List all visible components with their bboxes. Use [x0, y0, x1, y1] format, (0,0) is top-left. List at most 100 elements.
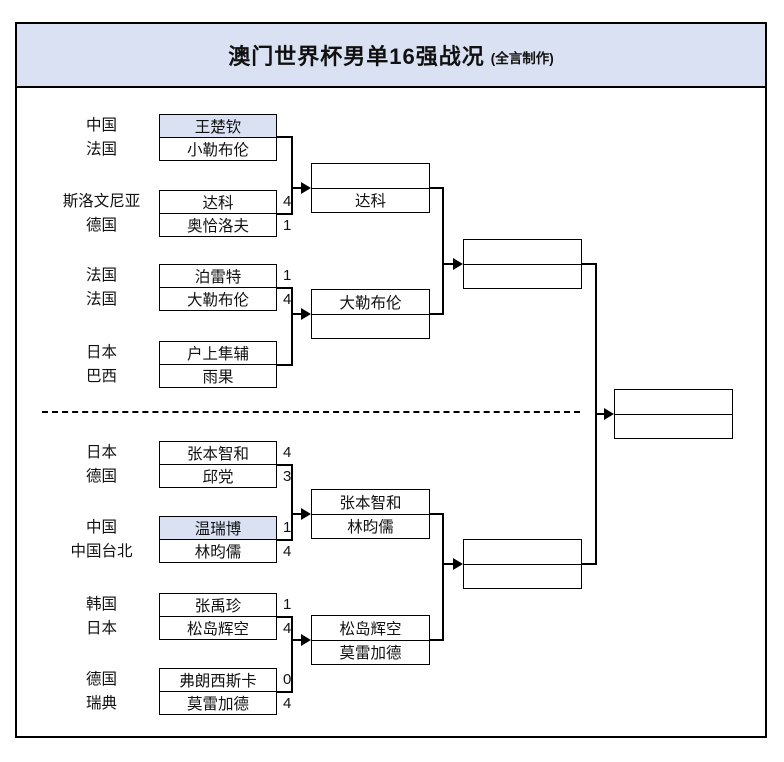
bracket-line [442, 563, 454, 565]
r16-match-3: 泊雷特 大勒布伦 [159, 264, 277, 311]
qf-box-1: 达科 [311, 163, 430, 213]
bracket-line [429, 513, 443, 515]
bracket-line [442, 187, 444, 315]
country-label: 日本 [85, 444, 117, 461]
arrow-right-icon [301, 634, 311, 646]
r16-match-7: 张禹珍 松岛辉空 [159, 593, 277, 640]
sf-slot [464, 540, 581, 565]
arrow-right-icon [453, 558, 463, 570]
sf-slot [464, 565, 581, 589]
score-label: 4 [283, 695, 292, 712]
country-label: 德国 [85, 468, 117, 485]
score-label [283, 341, 309, 364]
score-label: 4 [283, 444, 292, 461]
page-title: 澳门世界杯男单16强战况 [228, 44, 485, 69]
bracket-line [291, 616, 293, 693]
country-label: 法国 [85, 267, 117, 284]
qf-slot: 松岛辉空 [312, 616, 429, 641]
player-cell: 户上隼辅 [160, 342, 276, 365]
score-label: 1 [283, 217, 292, 234]
player-cell: 雨果 [202, 369, 234, 386]
bracket-line [291, 464, 293, 541]
qf-slot: 莫雷加德 [339, 645, 402, 663]
bracket-line [291, 287, 293, 366]
player-cell: 张禹珍 [160, 594, 276, 617]
bracket-line [277, 539, 292, 541]
player-cell: 邱党 [202, 469, 234, 486]
bracket-line [277, 464, 292, 466]
bracket-line [442, 513, 444, 641]
country-label: 法国 [85, 141, 117, 158]
qf-slot: 达科 [354, 193, 386, 211]
player-cell: 张本智和 [160, 442, 276, 465]
qf-slot: 林昀儒 [347, 519, 394, 537]
bracket-line [277, 616, 292, 618]
qf-slot: 大勒布伦 [312, 290, 429, 315]
player-cell: 大勒布伦 [186, 292, 249, 309]
title-credit: (全言制作) [490, 51, 554, 66]
bracket-line [291, 313, 302, 315]
r16-match-2: 达科 奥恰洛夫 [159, 190, 277, 237]
score-label [283, 138, 309, 161]
score-label: 0 [283, 671, 292, 688]
qf-slot [312, 164, 429, 189]
final-box [614, 389, 733, 439]
bracket-line [429, 187, 443, 189]
bracket-line [581, 263, 596, 265]
player-cell: 松岛辉空 [186, 621, 249, 638]
player-cell: 达科 [160, 191, 276, 214]
country-label: 中国 [85, 117, 117, 134]
bracket-line [277, 364, 292, 366]
bracket-line [277, 213, 292, 215]
country-label: 韩国 [85, 596, 117, 613]
country-label: 中国 [85, 519, 117, 536]
qf-box-3: 张本智和 林昀儒 [311, 489, 430, 539]
sf-box-1 [463, 239, 582, 289]
bracket-line [442, 263, 454, 265]
score-label: 1 [283, 267, 292, 284]
sf-slot [464, 265, 581, 289]
bracket-line [429, 313, 443, 315]
country-label: 瑞典 [85, 695, 117, 712]
score-label: 4 [283, 620, 292, 637]
bracket-line [291, 513, 302, 515]
score-label: 1 [283, 519, 292, 536]
player-cell: 泊雷特 [160, 265, 276, 288]
bracket-line [291, 639, 302, 641]
half-divider-dashed-line [42, 411, 580, 413]
country-label: 日本 [85, 344, 117, 361]
score-label: 4 [283, 291, 292, 308]
r16-match-5: 张本智和 邱党 [159, 441, 277, 488]
score-label: 3 [283, 468, 292, 485]
r16-match-1: 王楚钦 小勒布伦 [159, 114, 277, 161]
arrow-right-icon [301, 308, 311, 320]
sf-box-2 [463, 539, 582, 589]
bracket-line [429, 639, 443, 641]
country-label: 中国台北 [70, 543, 133, 560]
arrow-right-icon [453, 258, 463, 270]
country-label: 斯洛文尼亚 [62, 193, 141, 210]
player-cell: 小勒布伦 [186, 142, 249, 159]
arrow-right-icon [604, 408, 614, 420]
final-slot [615, 390, 732, 415]
player-cell: 弗朗西斯卡 [160, 669, 276, 692]
country-label: 德国 [85, 217, 117, 234]
player-cell-highlighted: 温瑞博 [160, 517, 276, 540]
final-slot [615, 415, 732, 439]
player-cell: 林昀儒 [194, 544, 242, 561]
qf-box-2: 大勒布伦 [311, 289, 430, 339]
bracket-line [581, 563, 596, 565]
score-label [283, 114, 309, 137]
country-label: 法国 [85, 291, 117, 308]
score-label [283, 365, 309, 388]
player-cell: 莫雷加德 [186, 696, 249, 713]
score-label: 4 [283, 193, 292, 210]
arrow-right-icon [301, 508, 311, 520]
qf-slot [312, 315, 429, 339]
title-bar: 澳门世界杯男单16强战况 (全言制作) [15, 22, 767, 88]
sf-slot [464, 240, 581, 265]
country-label: 德国 [85, 671, 117, 688]
bracket-line [595, 413, 605, 415]
score-label: 4 [283, 543, 292, 560]
arrow-right-icon [301, 182, 311, 194]
